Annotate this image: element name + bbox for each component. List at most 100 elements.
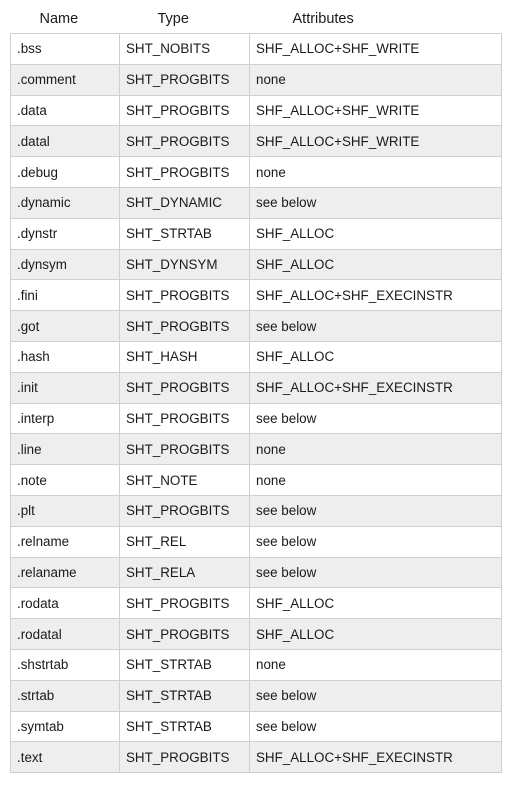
cell-section-type: SHT_HASH [119, 340, 250, 373]
column-header-type: Type [157, 10, 189, 27]
cell-section-name: .dynstr [10, 217, 120, 250]
cell-section-attributes: SHF_ALLOC+SHF_EXECINSTR [249, 279, 502, 312]
cell-section-name: .relname [10, 525, 120, 558]
cell-section-name: .debug [10, 156, 120, 188]
cell-section-type: SHT_PROGBITS [119, 94, 250, 127]
cell-section-type: SHT_PROGBITS [119, 618, 250, 650]
cell-section-type: SHT_PROGBITS [119, 433, 250, 466]
cell-section-name: .interp [10, 402, 120, 435]
cell-section-name: .dynamic [10, 186, 120, 219]
cell-section-type: SHT_DYNAMIC [119, 186, 250, 219]
cell-section-attributes: SHF_ALLOC+SHF_WRITE [249, 94, 502, 127]
cell-section-attributes: SHF_ALLOC [249, 587, 502, 620]
cell-section-attributes: see below [249, 494, 502, 527]
header-row: Name Type Attributes [11, 4, 502, 34]
cell-section-type: SHT_STRTAB [119, 217, 250, 250]
cell-section-attributes: see below [249, 310, 502, 342]
cell-section-name: .init [10, 371, 120, 404]
cell-section-name: .datal [10, 125, 120, 158]
cell-section-attributes: SHF_ALLOC+SHF_EXECINSTR [249, 741, 502, 774]
cell-section-name: .shstrtab [10, 648, 120, 681]
cell-section-type: SHT_PROGBITS [119, 741, 250, 774]
cell-section-attributes: none [249, 433, 502, 466]
cell-section-attributes: SHF_ALLOC [249, 217, 502, 250]
cell-section-attributes: none [249, 464, 502, 496]
cell-section-type: SHT_PROGBITS [119, 371, 250, 404]
cell-section-attributes: see below [249, 679, 502, 712]
cell-section-type: SHT_STRTAB [119, 710, 250, 743]
cell-section-name: .line [10, 433, 120, 466]
column-header-name: Name [39, 10, 79, 27]
cell-section-name: .bss [10, 33, 120, 65]
cell-section-name: .hash [10, 340, 120, 373]
cell-section-type: SHT_PROGBITS [119, 125, 250, 158]
cell-section-name: .fini [10, 279, 120, 312]
cell-section-type: SHT_STRTAB [119, 679, 250, 712]
cell-section-attributes: SHF_ALLOC [249, 618, 502, 650]
cell-section-attributes: SHF_ALLOC [249, 340, 502, 373]
cell-section-name: .text [10, 741, 120, 774]
cell-section-attributes: see below [249, 402, 502, 435]
cell-section-attributes: see below [249, 556, 502, 589]
cell-section-type: SHT_REL [119, 525, 250, 558]
cell-section-type: SHT_STRTAB [119, 648, 250, 681]
cell-section-name: .plt [10, 494, 120, 527]
cell-section-attributes: SHF_ALLOC [249, 248, 502, 281]
cell-section-attributes: see below [249, 525, 502, 558]
cell-section-name: .dynsym [10, 248, 120, 281]
cell-section-attributes: SHF_ALLOC+SHF_EXECINSTR [249, 371, 502, 404]
cell-section-type: SHT_DYNSYM [119, 248, 250, 281]
cell-section-attributes: none [249, 63, 502, 96]
column-header-attributes: Attributes [292, 10, 354, 27]
cell-section-name: .strtab [10, 679, 120, 712]
cell-section-attributes: see below [249, 186, 502, 219]
cell-section-type: SHT_PROGBITS [119, 494, 250, 527]
cell-section-name: .comment [10, 63, 120, 96]
cell-section-attributes: SHF_ALLOC+SHF_WRITE [249, 125, 502, 158]
cell-section-attributes: see below [249, 710, 502, 743]
cell-section-type: SHT_PROGBITS [119, 279, 250, 312]
cell-section-name: .relaname [10, 556, 120, 589]
cell-section-type: SHT_NOBITS [119, 33, 250, 65]
cell-section-type: SHT_PROGBITS [119, 310, 250, 342]
cell-section-attributes: SHF_ALLOC+SHF_WRITE [249, 33, 502, 65]
table-header: Name Type Attributes [11, 4, 502, 34]
cell-section-type: SHT_PROGBITS [119, 63, 250, 96]
cell-section-type: SHT_PROGBITS [119, 402, 250, 435]
cell-section-name: .rodata [10, 587, 120, 620]
cell-section-name: .data [10, 94, 120, 127]
cell-section-name: .note [10, 464, 120, 496]
cell-section-name: .symtab [10, 710, 120, 743]
cell-section-name: .got [10, 310, 120, 342]
cell-section-type: SHT_PROGBITS [119, 587, 250, 620]
cell-section-type: SHT_PROGBITS [119, 156, 250, 188]
cell-section-name: .rodatal [10, 618, 120, 650]
cell-section-type: SHT_RELA [119, 556, 250, 589]
